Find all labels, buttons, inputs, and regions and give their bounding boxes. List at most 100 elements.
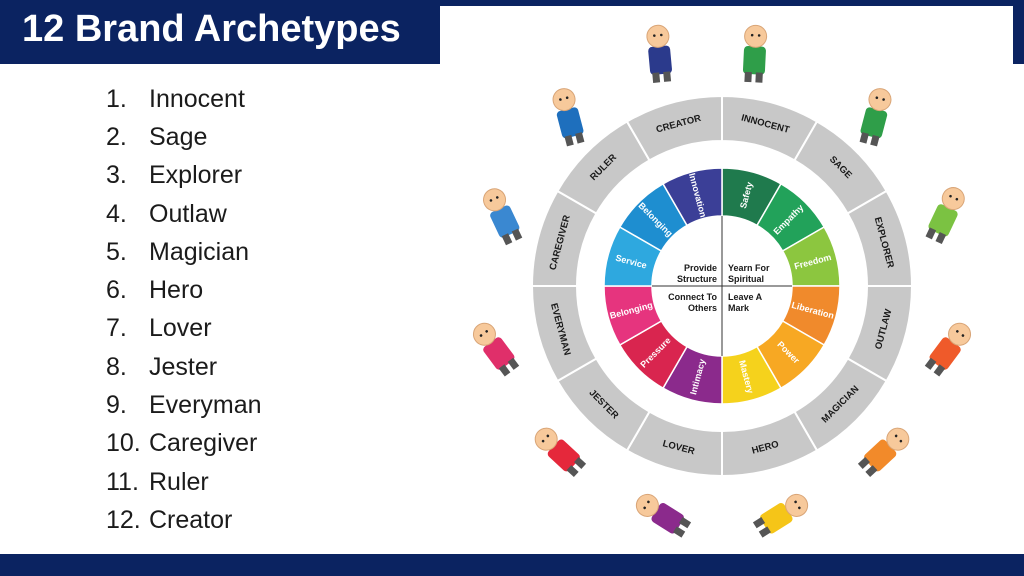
figure-eye <box>565 96 569 100</box>
inner-ring: SafetyEmpathyFreedomLiberationPowerMaste… <box>578 142 866 430</box>
figure-leg <box>758 526 771 538</box>
list-item-number: 3. <box>106 161 127 190</box>
figure-leg <box>507 357 520 370</box>
list-item-label: Outlaw <box>149 199 227 228</box>
figure-eye <box>894 434 898 438</box>
list-item-label: Everyman <box>149 391 262 420</box>
figure-head <box>744 24 768 48</box>
figure-eye <box>479 334 483 337</box>
archetype-figure <box>742 24 768 83</box>
list-item-number: 1. <box>106 84 127 113</box>
figure-head <box>483 188 507 212</box>
figure-head <box>886 427 910 451</box>
figure-eye <box>794 500 797 504</box>
figure-head <box>868 88 892 112</box>
list-item-label: Creator <box>149 505 233 534</box>
figure-body <box>547 439 580 472</box>
archetype-figure <box>857 427 910 478</box>
figure-eye <box>643 506 646 510</box>
list-item-label: Jester <box>149 352 218 381</box>
figure-leg <box>673 526 686 538</box>
list-item-number: 4. <box>106 199 127 228</box>
figure-eye <box>956 330 959 333</box>
figure-leg <box>511 228 523 241</box>
figure-leg <box>663 71 672 82</box>
archetype-figure <box>925 187 965 245</box>
figure-eye <box>875 96 879 100</box>
figure-body <box>760 502 793 534</box>
figure-leg <box>924 357 937 370</box>
list-item-label: Innocent <box>149 84 245 113</box>
figure-leg <box>744 71 752 83</box>
figure-eye <box>899 439 903 443</box>
figure-body <box>648 45 672 75</box>
figure-leg <box>857 457 871 469</box>
list-item: 2. Sage <box>106 118 262 156</box>
figure-eye <box>541 439 545 443</box>
figure-leg <box>564 134 574 147</box>
figure-eye <box>955 197 959 201</box>
list-item-label: Sage <box>149 122 208 151</box>
archetype-figure <box>924 322 972 377</box>
figure-head <box>472 322 496 346</box>
outer-ring: INNOCENTSAGEEXPLOREROUTLAWMAGICIANHEROLO… <box>530 94 914 478</box>
figure-body <box>651 502 684 534</box>
list-item-number: 2. <box>106 122 127 151</box>
list-item: 8. Jester <box>106 348 262 386</box>
figure-eye <box>757 34 761 37</box>
list-item-number: 6. <box>106 276 127 305</box>
list-item-label: Caregiver <box>149 429 258 458</box>
figure-leg <box>752 517 766 529</box>
quadrant-label-top-left: Structure <box>677 274 717 284</box>
figure-head <box>941 187 965 211</box>
figure-leg <box>933 364 946 377</box>
figure-body <box>928 204 958 237</box>
list-item-label: Explorer <box>149 161 243 190</box>
list-item: 9. Everyman <box>106 386 262 424</box>
archetype-figure <box>635 493 692 538</box>
list-item: 10. Caregiver <box>106 425 262 463</box>
list-item-number: 8. <box>106 352 127 381</box>
quadrant-label-bottom-right: Mark <box>728 303 750 313</box>
figure-eye <box>750 33 754 37</box>
figure-leg <box>573 457 587 469</box>
list-item-number: 12. <box>106 505 141 534</box>
slide-title: 12 Brand Archetypes <box>22 8 401 50</box>
list-item-number: 7. <box>106 314 127 343</box>
quadrant-label-top-right: Spiritual <box>728 274 764 284</box>
figure-leg <box>501 233 513 246</box>
list-item: 3. Explorer <box>106 157 262 195</box>
figure-leg <box>935 232 947 245</box>
list-item: 12. Creator <box>106 501 262 539</box>
figure-eye <box>659 33 663 37</box>
figure-leg <box>498 364 511 377</box>
figure-eye <box>653 34 656 37</box>
list-item: 11.Ruler <box>106 463 262 501</box>
figure-head <box>948 322 972 346</box>
archetype-figure <box>534 427 587 478</box>
figure-head <box>552 88 576 112</box>
list-item-number: 9. <box>106 391 127 420</box>
figure-head <box>635 493 659 517</box>
figure-leg <box>652 72 661 83</box>
figure-leg <box>566 465 579 478</box>
archetype-figure <box>472 322 520 377</box>
list-item-label: Ruler <box>149 467 209 496</box>
list-item: 4. Outlaw <box>106 195 262 233</box>
figure-body <box>483 337 515 370</box>
archetype-figure <box>752 493 809 538</box>
figure-leg <box>925 227 937 240</box>
quadrant-label-bottom-left: Others <box>688 303 717 313</box>
figure-eye <box>485 330 488 333</box>
quadrant-label-top-right: Yearn For <box>728 263 770 273</box>
figure-head <box>534 427 558 451</box>
quadrant-label-bottom-right: Leave A <box>728 292 763 302</box>
list-item-number: 10. <box>106 429 141 458</box>
figure-eye <box>495 196 499 199</box>
figure-body <box>490 205 520 238</box>
figure-leg <box>755 72 763 83</box>
figure-leg <box>865 465 878 478</box>
list-item: 6.Hero <box>106 271 262 309</box>
list-item-label: Lover <box>149 314 212 343</box>
